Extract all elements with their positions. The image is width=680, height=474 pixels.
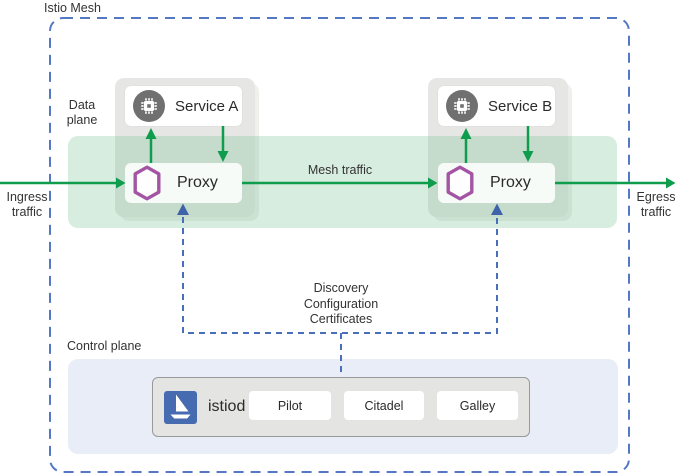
istiod-label: istiod: [208, 398, 246, 415]
hexagon-icon: [133, 165, 161, 201]
istio-mesh-title: Istio Mesh: [44, 1, 101, 15]
mesh-traffic-label: Mesh traffic: [307, 163, 373, 177]
component-citadel: Citadel: [344, 391, 424, 420]
service-a-box: Service A: [125, 86, 242, 126]
chip-icon: [133, 90, 165, 122]
control-link-label: Discovery Configuration Certificates: [303, 281, 379, 326]
component-galley: Galley: [437, 391, 518, 420]
control-plane-label: Control plane: [67, 339, 142, 353]
proxy-b-box: Proxy: [438, 163, 555, 203]
istiod-box: istiod Pilot Citadel Galley: [152, 377, 530, 437]
chip-icon: [446, 90, 478, 122]
egress-arrowhead: [666, 177, 676, 189]
ingress-traffic-label: Ingress traffic: [6, 190, 48, 219]
service-b-label: Service B: [488, 97, 553, 115]
component-pilot: Pilot: [249, 391, 331, 420]
proxy-a-label: Proxy: [177, 174, 218, 191]
service-b-box: Service B: [438, 86, 555, 126]
data-plane-label: Data plane: [66, 98, 98, 127]
proxy-b-label: Proxy: [490, 174, 531, 191]
proxy-a-box: Proxy: [125, 163, 242, 203]
hexagon-icon: [446, 165, 474, 201]
egress-traffic-label: Egress traffic: [636, 190, 676, 219]
service-a-label: Service A: [175, 97, 239, 115]
sailboat-icon: [164, 391, 197, 424]
